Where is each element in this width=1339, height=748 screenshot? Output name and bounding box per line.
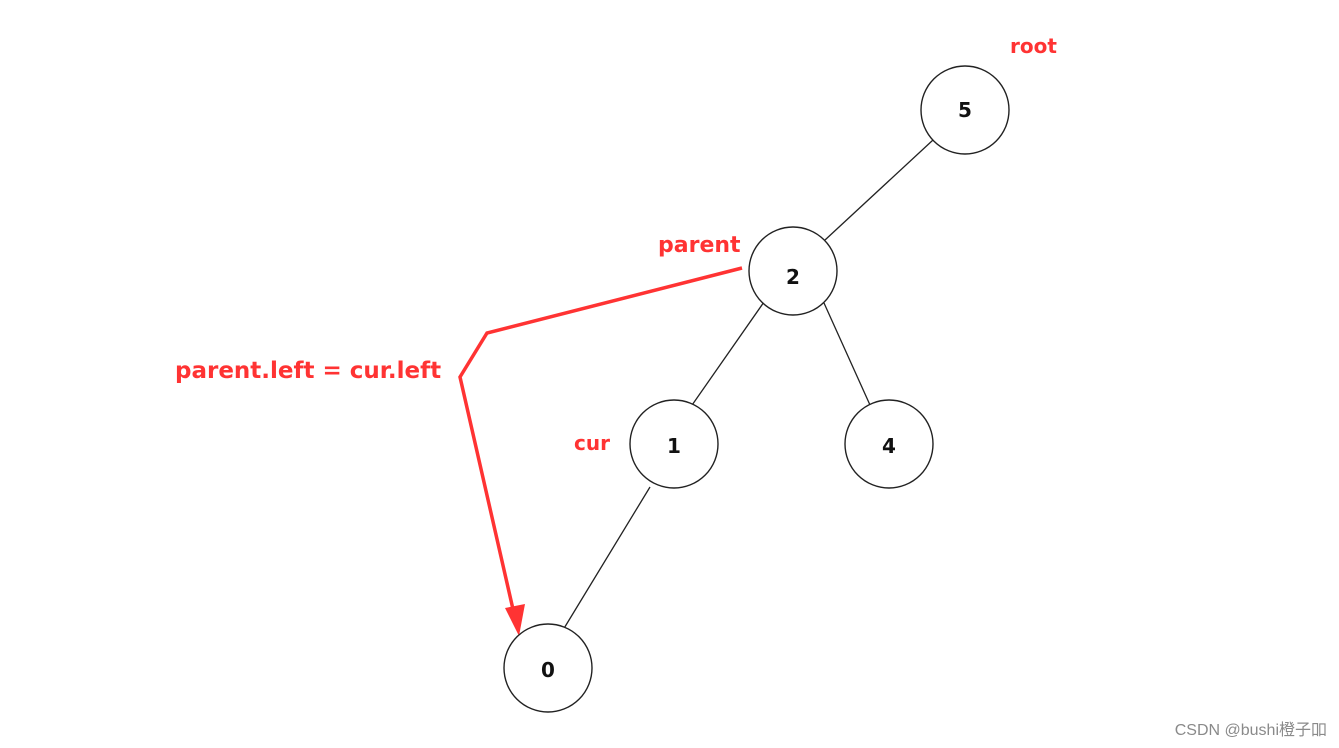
tree-node-0: 0 — [503, 623, 593, 713]
cur-label: cur — [574, 431, 610, 455]
assignment-arrowhead — [505, 604, 525, 636]
node-value: 5 — [958, 98, 972, 122]
watermark: CSDN @bushi橙子吅 — [1174, 722, 1327, 739]
assignment-label: parent.left = cur.left — [175, 358, 441, 384]
node-value: 4 — [882, 434, 896, 458]
node-value: 2 — [786, 265, 800, 289]
edge-2-4 — [823, 302, 871, 406]
parent-label: parent — [658, 233, 741, 258]
node-value: 0 — [541, 658, 555, 682]
node-value: 1 — [667, 434, 681, 458]
edge-1-0 — [562, 486, 651, 631]
tree-node-1: 1 — [629, 399, 719, 489]
edge-2-1 — [689, 301, 765, 409]
assignment-arrow — [458, 266, 743, 619]
tree-node-4: 4 — [844, 399, 934, 489]
root-label: root — [1010, 34, 1057, 58]
tree-node-2: 2 — [748, 226, 838, 316]
tree-node-5: 5 — [920, 65, 1010, 155]
edge-5-2 — [824, 139, 934, 241]
